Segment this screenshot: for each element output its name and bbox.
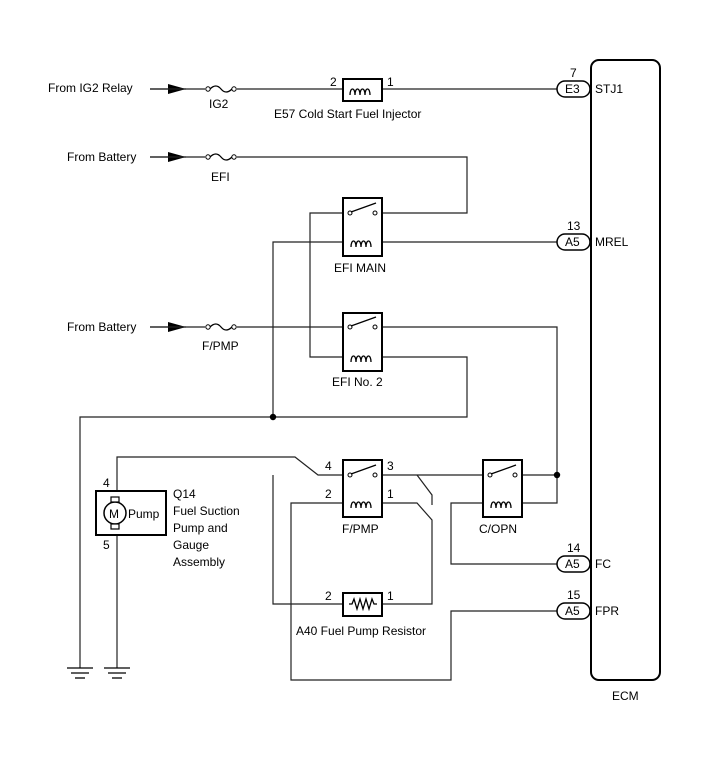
terminal-name: MREL: [595, 235, 629, 249]
pin-number: 14: [567, 541, 581, 555]
ecm-terminal-fpr: A5 15 FPR: [556, 588, 619, 620]
ground-icon: [104, 667, 130, 679]
pin-number: 13: [567, 219, 581, 233]
switch-icon: [347, 464, 378, 478]
pump-desc-line: Fuel Suction: [173, 504, 240, 518]
connector-label: A5: [565, 235, 580, 249]
fuse-icon: [205, 153, 237, 161]
ecm-box: [590, 59, 661, 681]
cold-start-injector: [342, 78, 383, 102]
fuse-ig2-label: IG2: [209, 97, 229, 111]
source-battery-efi: From Battery: [67, 150, 136, 164]
pin-number: 15: [567, 588, 581, 602]
junctions: [269, 413, 561, 479]
switch-icon: [347, 202, 378, 216]
efi-no2-relay: [342, 312, 383, 372]
connector-label: E3: [565, 82, 580, 96]
coil-icon: [490, 501, 512, 509]
pump-pin-5: 5: [103, 538, 110, 552]
copn-relay-label: C/OPN: [479, 522, 517, 536]
wires: [79, 88, 558, 681]
efi-main-label: EFI MAIN: [334, 261, 386, 275]
fuse-icon: [205, 85, 237, 93]
fuse-icon: [205, 323, 237, 331]
fuse-fpmp-label: F/PMP: [202, 339, 239, 353]
fpmp-relay: [342, 459, 383, 518]
motor-label: Pump: [128, 507, 160, 521]
source-ig2-relay: From IG2 Relay: [48, 81, 133, 95]
resistor-label: A40 Fuel Pump Resistor: [296, 624, 426, 638]
connector-label: A5: [565, 557, 580, 571]
junction-dot: [269, 413, 277, 421]
fpmp-pin-4: 4: [325, 459, 332, 473]
pump-id: Q14: [173, 487, 196, 501]
ecm-label: ECM: [612, 689, 639, 703]
pump-pin-4: 4: [103, 476, 110, 490]
fpmp-pin-1: 1: [387, 487, 394, 501]
fpmp-pin-2: 2: [325, 487, 332, 501]
arrow-icon: [150, 152, 186, 162]
motor-symbol: M: [109, 507, 119, 521]
switch-icon: [347, 316, 378, 330]
ecm-terminal-fc: A5 14 FC: [556, 541, 611, 573]
fpmp-relay-label: F/PMP: [342, 522, 379, 536]
ecm-terminal-mrel: A5 13 MREL: [556, 219, 629, 251]
injector-label: E57 Cold Start Fuel Injector: [274, 107, 421, 121]
ecm-terminal-stj1: E3 7 STJ1: [556, 66, 623, 98]
fpmp-pin-3: 3: [387, 459, 394, 473]
pin-number: 7: [570, 66, 577, 80]
fuel-pump-assembly: [95, 490, 167, 536]
resistor-pin-2: 2: [325, 589, 332, 603]
coil-icon: [350, 355, 372, 363]
injector-pin-2: 2: [330, 75, 337, 89]
copn-relay: [482, 459, 523, 518]
connector-label: A5: [565, 604, 580, 618]
fuel-pump-resistor: [342, 592, 383, 617]
ground-icon: [67, 667, 93, 679]
coil-icon: [349, 88, 371, 96]
resistor-pin-1: 1: [387, 589, 394, 603]
efi-main-relay: [342, 197, 383, 257]
coil-icon: [350, 240, 372, 248]
junction-dot: [553, 471, 561, 479]
pump-desc-line: Pump and: [173, 521, 228, 535]
injector-pin-1: 1: [387, 75, 394, 89]
arrow-icon: [150, 322, 186, 332]
pump-desc-line: Gauge: [173, 538, 209, 552]
coil-icon: [350, 501, 372, 509]
efi-no2-label: EFI No. 2: [332, 375, 383, 389]
switch-icon: [487, 464, 518, 478]
pump-desc-line: Assembly: [173, 555, 225, 569]
terminal-name: FPR: [595, 604, 619, 618]
arrow-icon: [150, 84, 186, 94]
resistor-icon: [349, 596, 377, 612]
fuse-efi-label: EFI: [211, 170, 230, 184]
terminal-name: FC: [595, 557, 611, 571]
terminal-name: STJ1: [595, 82, 623, 96]
source-battery-fpmp: From Battery: [67, 320, 136, 334]
